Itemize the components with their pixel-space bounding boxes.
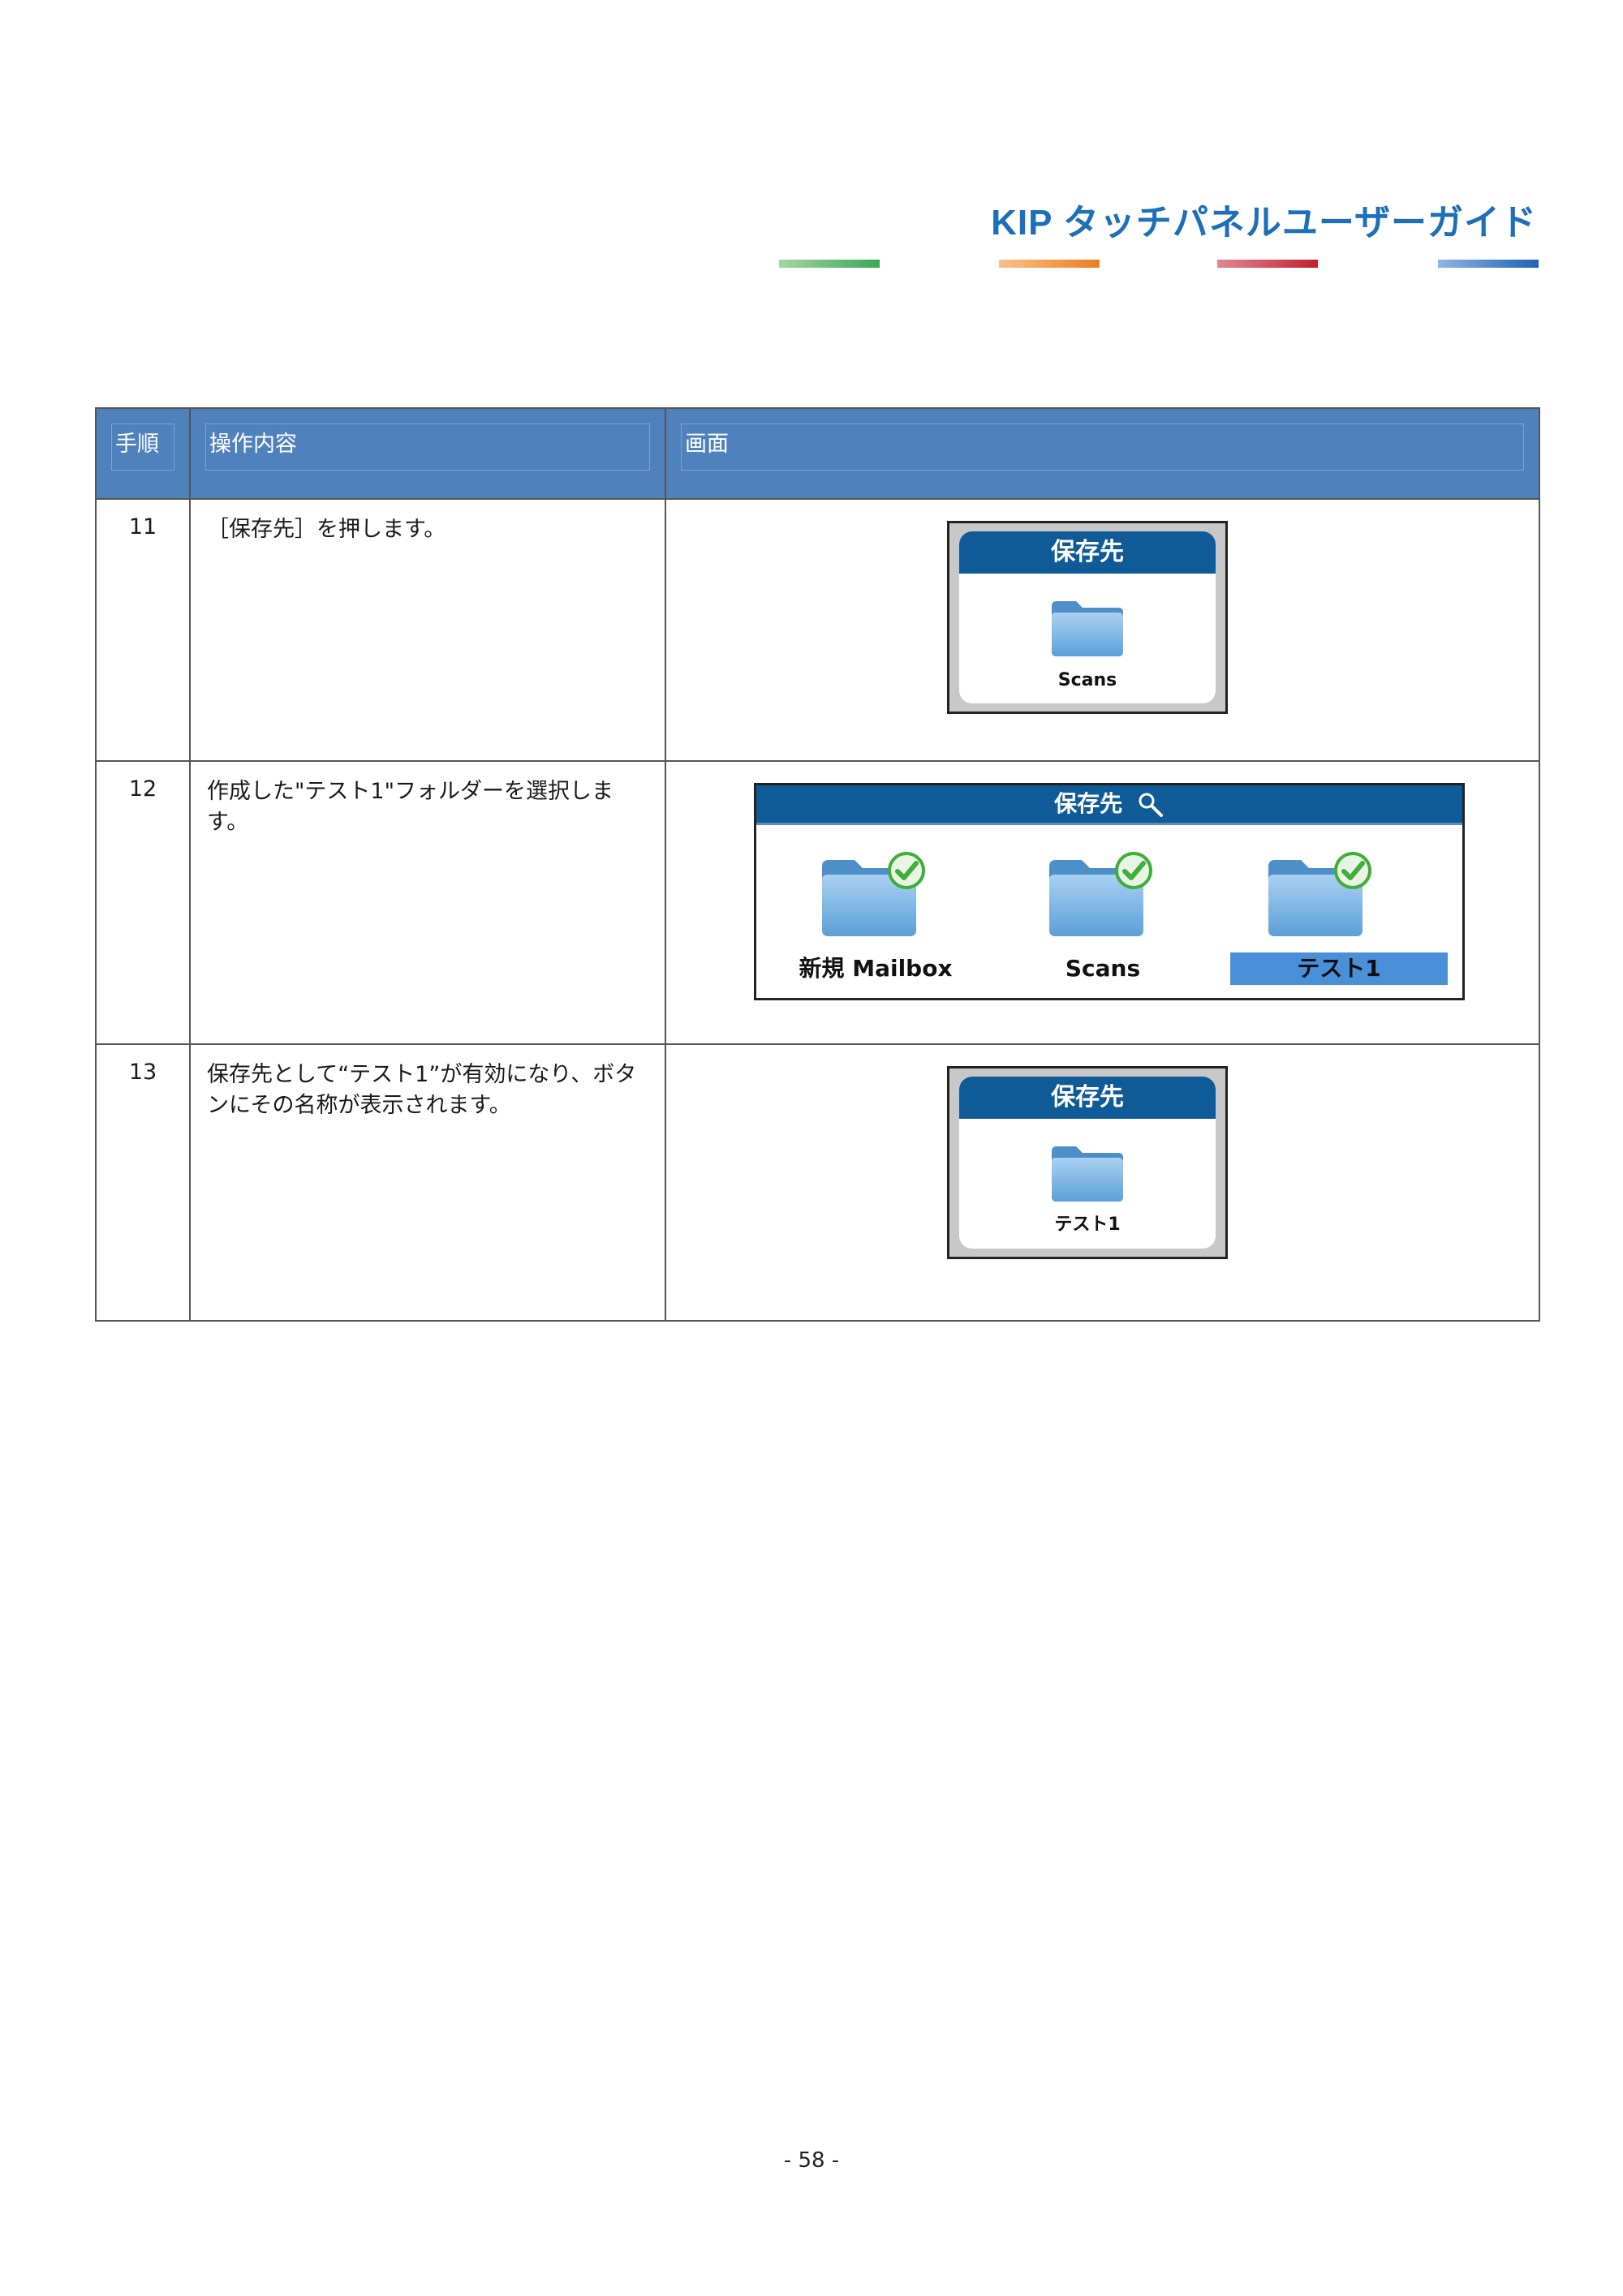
column-header-step: 手順 (95, 407, 191, 500)
destination-folder-label: Scans (1057, 670, 1117, 690)
accent-bar-blue (1438, 260, 1539, 268)
table-row: 12 作成した"テスト1"フォルダーを選択します。 保存先 (95, 760, 1540, 1045)
folder-label: 新規 Mailbox (799, 955, 953, 982)
step-number: 12 (95, 760, 191, 1045)
destination-panel-header: 保存先 (756, 785, 1462, 825)
table-row: 11 ［保存先］を押します。 保存先 Scans (95, 498, 1540, 762)
step-number: 13 (95, 1043, 191, 1322)
destination-panel-title: 保存先 (1054, 790, 1123, 817)
destination-folder-panel: 保存先 (754, 783, 1465, 1000)
destination-button-title: 保存先 (959, 1077, 1216, 1119)
destination-button: 保存先 テスト1 (959, 1077, 1216, 1249)
folder-item-test1[interactable]: テスト1 (1220, 850, 1448, 988)
column-header-operation: 操作内容 (189, 407, 666, 500)
check-icon (1115, 852, 1152, 889)
folder-icon (1048, 598, 1126, 664)
screen-cell: 保存先 (665, 760, 1540, 1045)
folder-item-scans[interactable]: Scans (1001, 850, 1204, 988)
destination-button-screenshot: 保存先 テスト1 (947, 1066, 1228, 1259)
screen-cell: 保存先 Scans (665, 498, 1540, 762)
check-icon (888, 852, 925, 889)
accent-bar-orange (999, 260, 1100, 268)
table-row: 13 保存先として“テスト1”が有効になり、ボタンにその名称が表示されます。 保… (95, 1043, 1540, 1322)
column-header-screen: 画面 (665, 407, 1540, 500)
destination-button: 保存先 Scans (959, 531, 1216, 703)
destination-button-screenshot: 保存先 Scans (947, 521, 1228, 714)
step-description: 保存先として“テスト1”が有効になり、ボタンにその名称が表示されます。 (189, 1043, 666, 1322)
destination-folder-label: テスト1 (1054, 1215, 1121, 1235)
column-header-step-label: 手順 (111, 424, 174, 471)
step-number: 11 (95, 498, 191, 762)
column-header-operation-label: 操作内容 (205, 424, 650, 471)
folder-label: Scans (1065, 955, 1141, 982)
column-header-screen-label: 画面 (681, 424, 1524, 471)
folder-icon (1048, 1143, 1126, 1209)
page-number: - 58 - (783, 2148, 840, 2173)
accent-bar-green (779, 260, 880, 268)
table-header-row: 手順 操作内容 画面 (95, 407, 1540, 500)
steps-table: 手順 操作内容 画面 11 ［保存先］を押します。 保存先 (95, 407, 1540, 1322)
screen-cell: 保存先 テスト1 (665, 1043, 1540, 1322)
document-title: KIP タッチパネルユーザーガイド (991, 203, 1537, 243)
step-description: ［保存先］を押します。 (189, 498, 666, 762)
folder-item-new-mailbox[interactable]: 新規 Mailbox (774, 850, 977, 988)
step-description: 作成した"テスト1"フォルダーを選択します。 (189, 760, 666, 1045)
check-icon (1334, 852, 1371, 889)
destination-button-title: 保存先 (959, 531, 1216, 574)
accent-bar-red (1217, 260, 1318, 268)
search-icon[interactable] (1137, 791, 1165, 819)
folder-label: テスト1 (1230, 952, 1448, 985)
